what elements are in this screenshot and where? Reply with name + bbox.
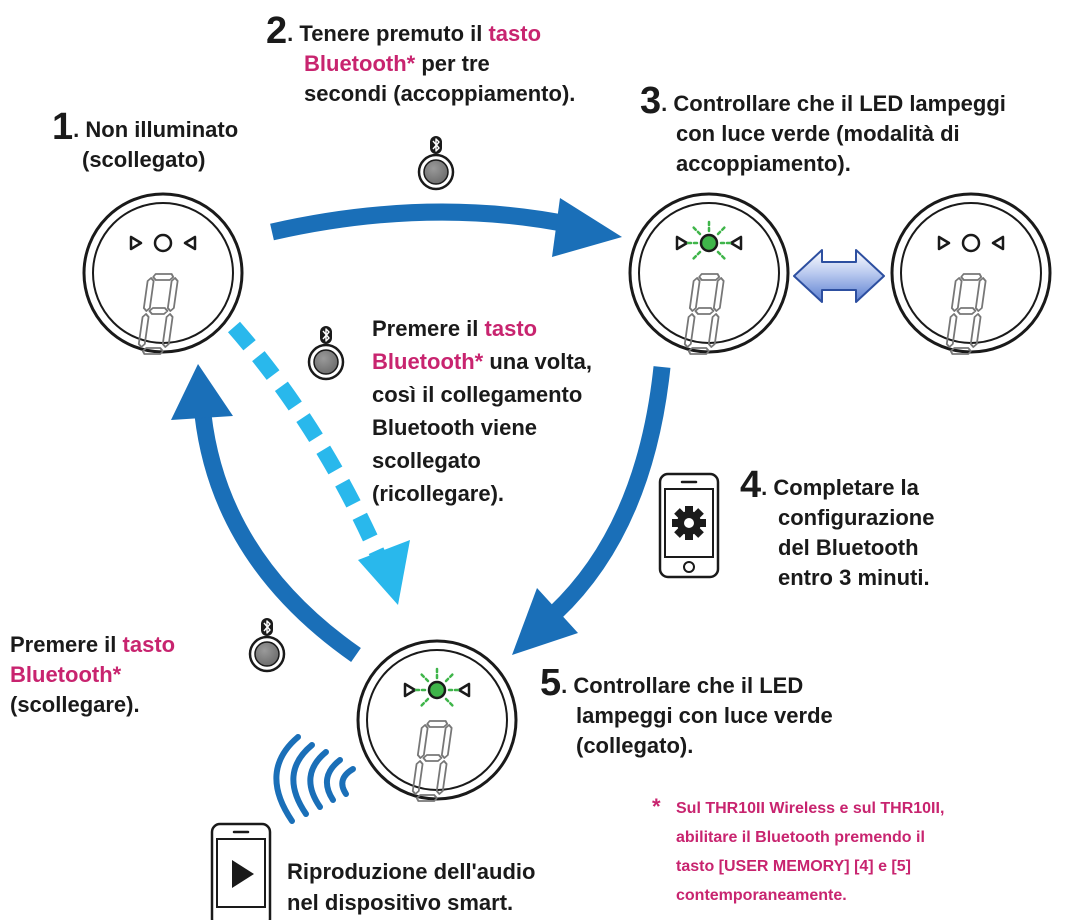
bluetooth-button-middle: [307, 324, 345, 381]
smartphone-play-icon: [210, 822, 272, 920]
wireless-signal-icon: [273, 734, 356, 824]
dashed-arrow-1-to-5: [227, 321, 410, 605]
step-4-number: 4: [740, 464, 762, 506]
step-1-label: 1. Non illuminato (scollegato): [52, 106, 239, 172]
arrow-5-to-1: [171, 364, 361, 662]
disconnect-once-label: Premere il tasto Bluetooth* una volta, c…: [372, 316, 592, 506]
step-1-number: 1: [52, 106, 74, 148]
step-4-label: 4. Completare la configurazione del Blue…: [740, 464, 935, 590]
dial-step-3-off: [890, 192, 1052, 356]
dial-step-3-blinking: [628, 192, 790, 356]
arrow-3-to-5: [512, 366, 671, 655]
step-3-label: 3. Controllare che il LED lampeggi con l…: [640, 80, 1006, 176]
step-5-label: 5. Controllare che il LED lampeggi con l…: [540, 662, 833, 758]
bluetooth-button-left: [248, 616, 286, 673]
smartphone-settings-icon: [658, 472, 720, 579]
gear-icon: [672, 506, 706, 540]
step-2-label: 2. Tenere premuto il tasto Bluetooth* pe…: [266, 10, 576, 106]
footnote-marker: *: [652, 794, 661, 819]
play-icon: [232, 860, 254, 888]
step-5-number: 5: [540, 662, 562, 704]
step-2-number: 2: [266, 10, 288, 52]
step-3-number: 3: [640, 80, 662, 122]
dial-step-1: [82, 192, 244, 356]
double-arrow: [793, 249, 885, 303]
playback-label: Riproduzione dell'audio nel dispositivo …: [287, 859, 536, 915]
dial-step-5: [356, 639, 518, 803]
arrow-1-to-3: [270, 198, 622, 257]
footnote: Sul THR10II Wireless e sul THR10II, abil…: [676, 800, 945, 904]
disconnect-label: Premere il tasto Bluetooth* (scollegare)…: [10, 632, 176, 717]
bluetooth-button-step-2: [417, 134, 455, 191]
